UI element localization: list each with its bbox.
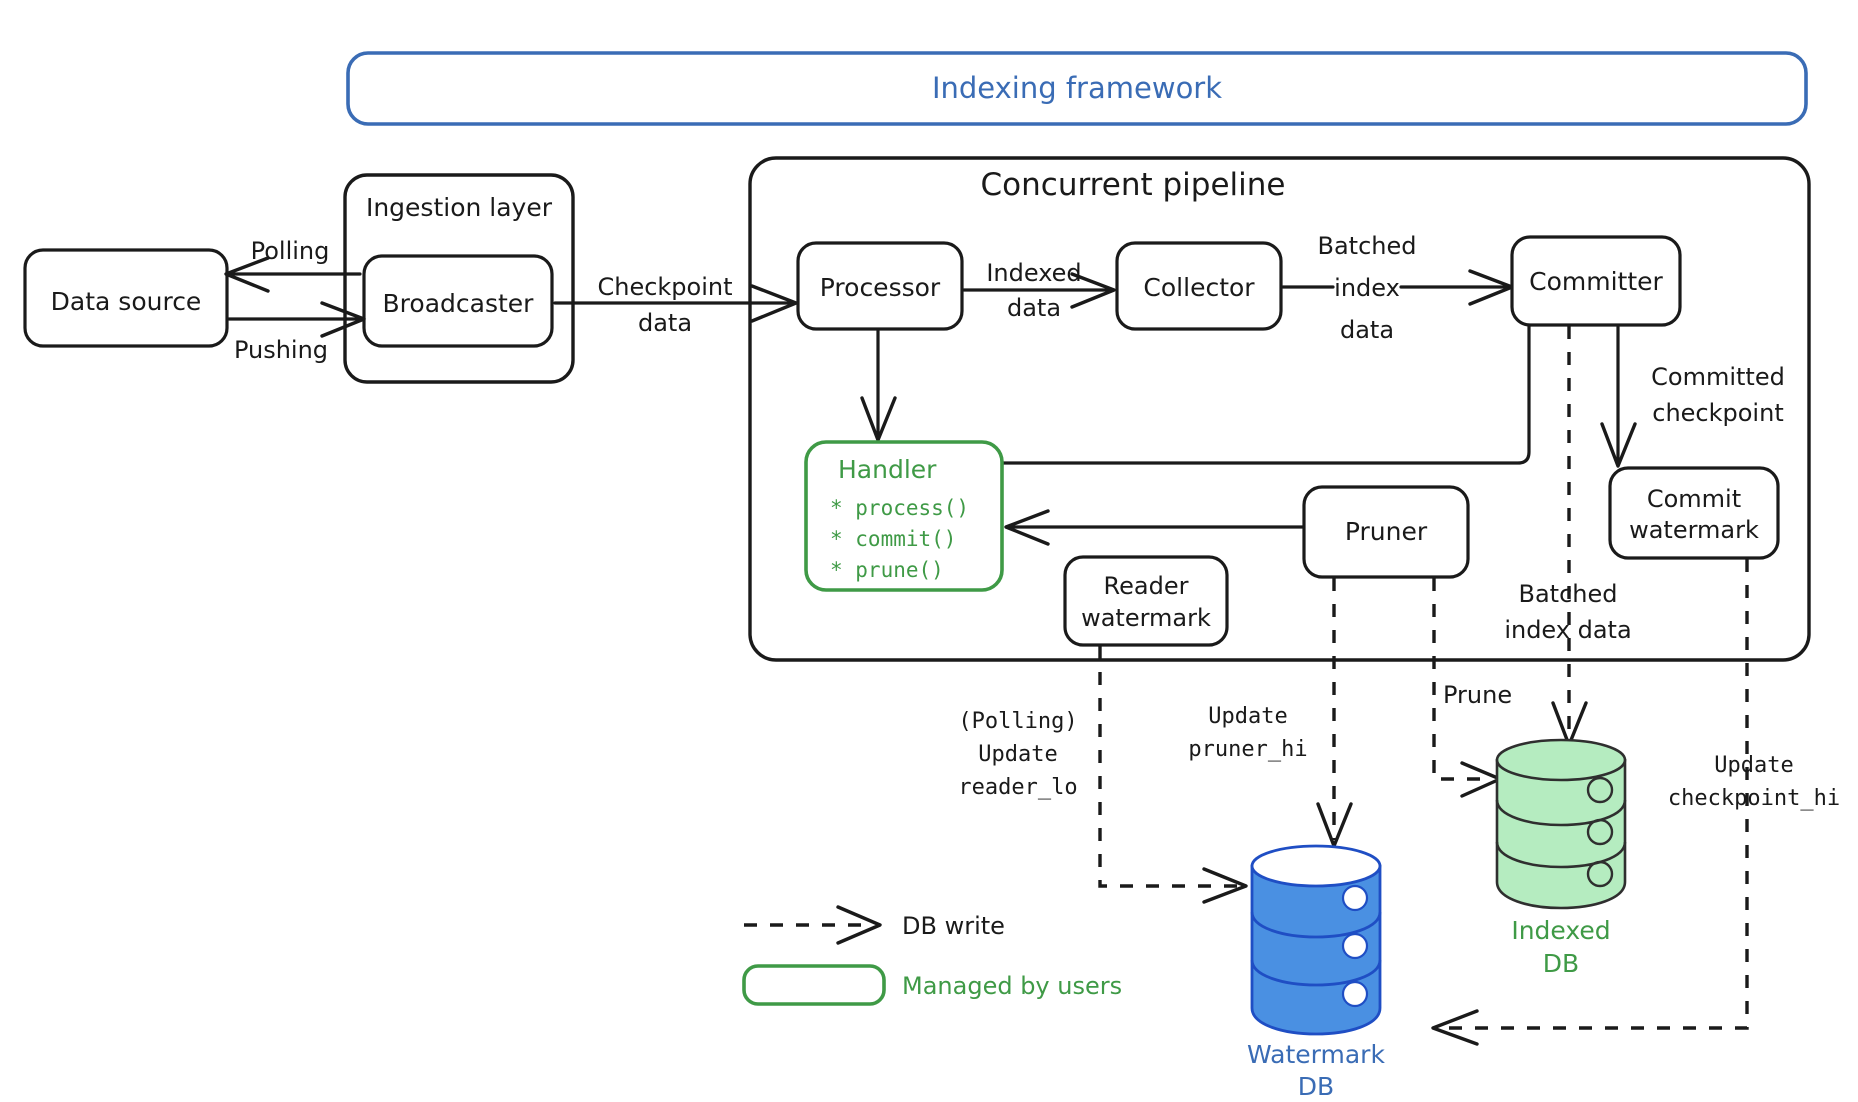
reader-watermark-label-2: watermark	[1081, 604, 1211, 632]
indexed-db-label-2: DB	[1543, 949, 1579, 978]
collector-box[interactable]	[1115, 241, 1283, 331]
edge-pruner-to-watermark-db: Update pruner_hi	[1188, 578, 1353, 848]
indexing-framework-banner: Indexing framework	[346, 51, 1808, 126]
ingestion-layer-box	[343, 173, 575, 384]
legend-managed-swatch	[742, 964, 886, 1006]
indexing-framework-box	[346, 51, 1808, 126]
reader-watermark-box[interactable]	[1063, 555, 1229, 647]
legend-managed-by-users-label: Managed by users	[902, 972, 1122, 1000]
handler-method-commit: * commit()	[830, 527, 956, 551]
edge-update-checkpoint-label-1: Update	[1714, 753, 1793, 778]
edge-polling: Polling	[224, 237, 362, 293]
edge-checkpoint-data-label-1: Checkpoint	[597, 273, 732, 301]
indexed-db-node[interactable]: Indexed DB	[1495, 738, 1627, 978]
handler-box[interactable]	[804, 440, 1004, 592]
edge-batched-index-data-b-label-1: Batched	[1519, 580, 1618, 608]
collector-label: Collector	[1143, 273, 1255, 302]
edge-reader-watermark-to-watermark-db: (Polling) Update reader_lo	[958, 646, 1248, 904]
edge-committed-checkpoint-label-2: checkpoint	[1652, 399, 1783, 427]
data-source-node[interactable]: Data source	[23, 248, 229, 348]
watermark-db-label-2: DB	[1298, 1072, 1334, 1101]
handler-method-prune: * prune()	[830, 558, 944, 582]
edge-polling-update-label-2: Update	[978, 742, 1057, 767]
reader-watermark-node[interactable]: Reader watermark	[1063, 555, 1229, 647]
edge-update-checkpoint-label-2: checkpoint_hi	[1668, 786, 1840, 811]
handler-title: Handler	[838, 455, 937, 484]
processor-box[interactable]	[796, 241, 964, 331]
edge-checkpoint-data: Checkpoint data	[553, 273, 798, 337]
edge-indexed-data-label-1: Indexed	[986, 259, 1081, 287]
edge-batched-index-data-label-2: index	[1334, 274, 1400, 302]
committer-box[interactable]	[1510, 235, 1682, 327]
edge-pruner-prune-to-indexed-db: Prune	[1432, 578, 1512, 798]
edge-update-pruner-label-2: pruner_hi	[1188, 737, 1307, 762]
indexing-framework-label: Indexing framework	[932, 71, 1222, 105]
edge-polling-update-label-1: (Polling)	[958, 709, 1077, 734]
concurrent-pipeline-label: Concurrent pipeline	[981, 167, 1286, 203]
watermark-db-node[interactable]: Watermark DB	[1247, 844, 1385, 1101]
edge-indexed-data: Indexed data	[962, 259, 1116, 322]
collector-node[interactable]: Collector	[1115, 241, 1283, 331]
edge-polling-label: Polling	[251, 237, 330, 265]
broadcaster-label: Broadcaster	[383, 289, 535, 318]
edge-indexed-data-label-2: data	[1007, 294, 1061, 322]
legend-db-write: DB write	[744, 905, 1005, 945]
edge-batched-index-data: Batched index data	[1281, 232, 1514, 344]
pruner-label: Pruner	[1345, 517, 1428, 546]
indexed-db-label-1: Indexed	[1511, 916, 1610, 945]
handler-method-process: * process()	[830, 496, 969, 520]
edge-batched-index-data-to-indexed-db: Batched index data	[1504, 326, 1632, 747]
edge-commit-watermark-to-watermark-db: Update checkpoint_hi	[1431, 559, 1840, 1046]
concurrent-pipeline-box	[748, 156, 1811, 662]
broadcaster-box[interactable]	[362, 254, 554, 348]
processor-node[interactable]: Processor	[796, 241, 964, 331]
commit-watermark-box[interactable]	[1608, 466, 1780, 560]
edge-processor-to-handler	[860, 329, 897, 442]
edge-pushing-label: Pushing	[234, 336, 328, 364]
edge-pushing: Pushing	[227, 301, 366, 364]
edge-polling-update-label-3: reader_lo	[958, 775, 1077, 800]
edge-checkpoint-data-label-2: data	[638, 309, 692, 337]
data-source-label: Data source	[51, 287, 202, 316]
data-source-box[interactable]	[23, 248, 229, 348]
edge-committed-checkpoint-label-1: Committed	[1651, 363, 1785, 391]
committer-node[interactable]: Committer	[1510, 235, 1682, 327]
commit-watermark-label-2: watermark	[1629, 516, 1759, 544]
handler-node[interactable]: Handler * process() * commit() * prune()	[804, 440, 1004, 592]
reader-watermark-label-1: Reader	[1104, 572, 1189, 600]
committer-label: Committer	[1529, 267, 1663, 296]
edge-update-pruner-label-1: Update	[1208, 704, 1287, 729]
broadcaster-node[interactable]: Broadcaster	[362, 254, 554, 348]
watermark-db-label-1: Watermark	[1247, 1040, 1385, 1069]
edge-batched-index-data-b-label-2: index data	[1504, 616, 1631, 644]
legend-managed-by-users: Managed by users	[742, 964, 1122, 1006]
concurrent-pipeline-container: Concurrent pipeline	[748, 156, 1811, 662]
edge-batched-index-data-label-1: Batched	[1318, 232, 1417, 260]
edge-pruner-to-handler	[1004, 509, 1307, 546]
pruner-box[interactable]	[1302, 485, 1470, 579]
commit-watermark-label-1: Commit	[1647, 485, 1741, 513]
pruner-node[interactable]: Pruner	[1302, 485, 1470, 579]
commit-watermark-node[interactable]: Commit watermark	[1608, 466, 1780, 560]
legend-db-write-label: DB write	[902, 912, 1005, 940]
ingestion-layer-label: Ingestion layer	[366, 193, 553, 222]
edge-committed-checkpoint: Committed checkpoint	[1600, 325, 1785, 468]
edge-batched-index-data-label-3: data	[1340, 316, 1394, 344]
ingestion-layer-container: Ingestion layer	[343, 173, 575, 384]
legend: DB write Managed by users	[742, 905, 1122, 1006]
processor-label: Processor	[820, 273, 941, 302]
edge-prune-label: Prune	[1443, 681, 1512, 709]
